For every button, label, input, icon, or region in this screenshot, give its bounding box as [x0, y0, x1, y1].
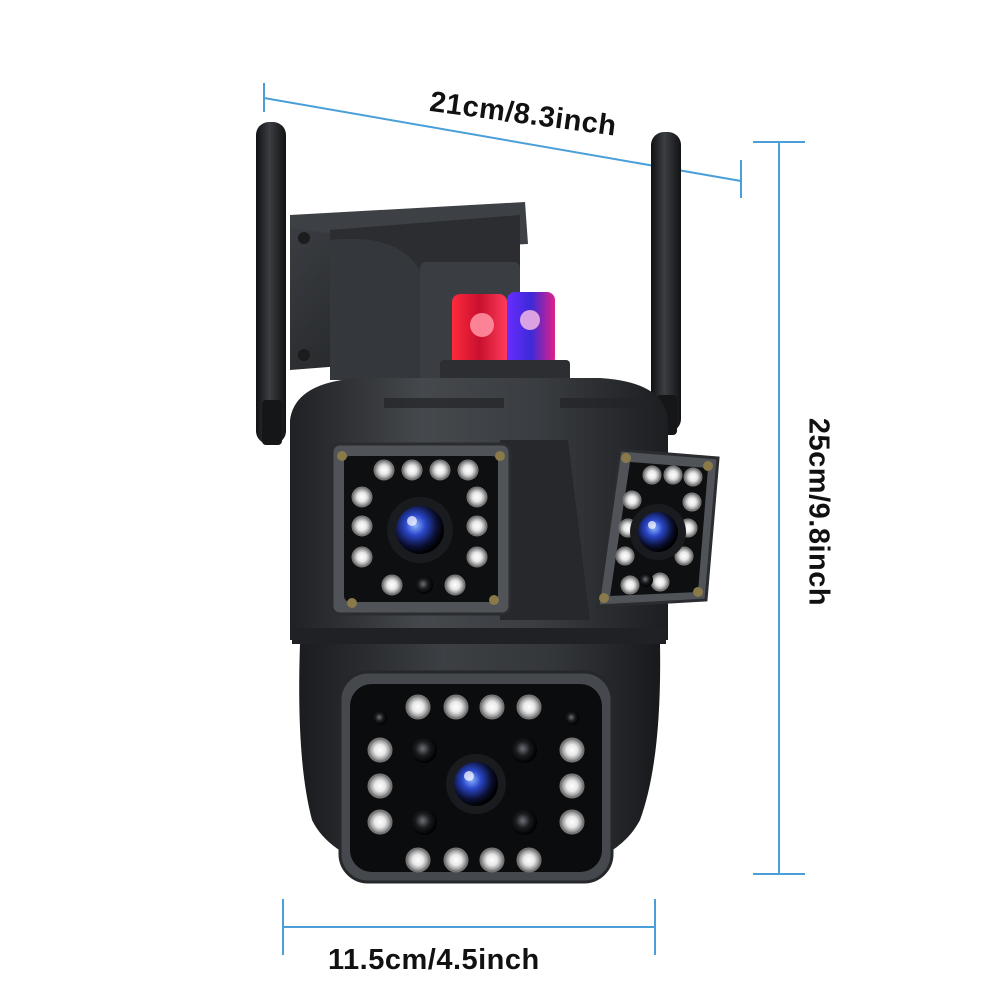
center-divider	[500, 440, 590, 620]
dimension-line-right	[753, 141, 805, 875]
height-dimension-label: 25cm/9.8inch	[802, 417, 835, 607]
bottom-width-dimension-label: 11.5cm/4.5inch	[328, 944, 540, 976]
camera-module-upper-right	[596, 448, 720, 608]
antenna-left	[256, 122, 286, 445]
alarm-light	[440, 292, 570, 382]
dimension-line-bottom	[282, 899, 656, 955]
camera-module-upper-left	[330, 442, 512, 616]
wall-mount-bracket	[290, 202, 528, 382]
camera-module-lower	[338, 670, 614, 884]
antenna-right	[651, 132, 681, 435]
